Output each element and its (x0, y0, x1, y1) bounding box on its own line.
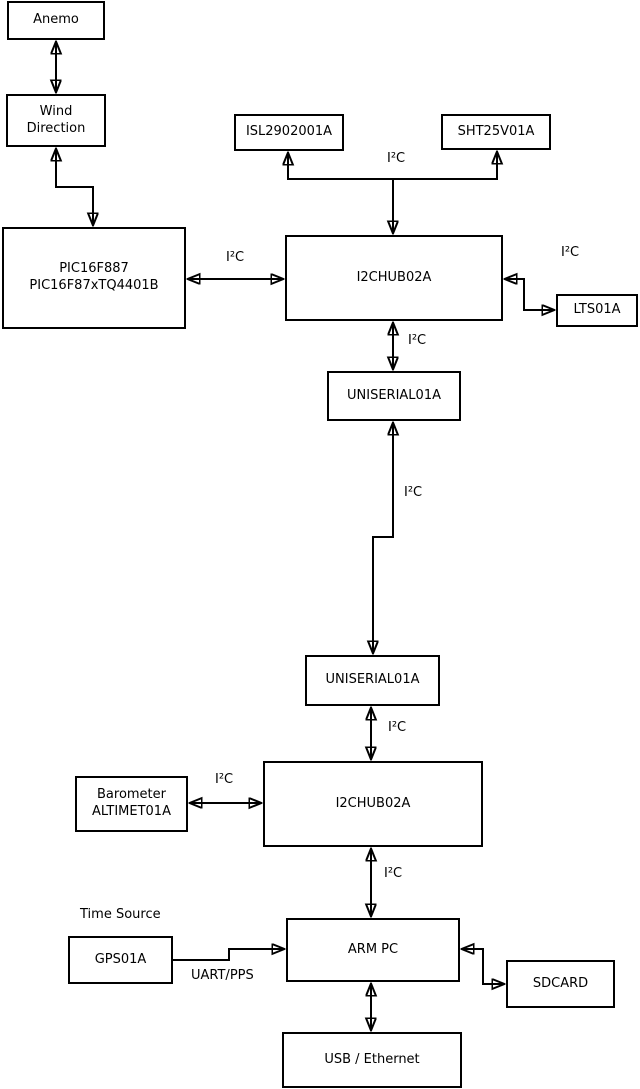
node-wind-direction-label: Wind Direction (26, 103, 86, 136)
node-pic16f887: PIC16F887 PIC16F87xTQ4401B (2, 227, 186, 329)
node-lts01a: LTS01A (556, 294, 638, 327)
node-sdcard-label: SDCARD (532, 975, 589, 991)
node-anemo-label: Anemo (33, 12, 79, 28)
node-i2chub02a-bottom-label: I2CHUB02A (335, 795, 411, 811)
node-sdcard: SDCARD (506, 960, 615, 1008)
node-arm-pc: ARM PC (286, 918, 460, 982)
node-uniserial01a-top: UNISERIAL01A (327, 371, 461, 421)
i2c-label-hub-armpc: I²C (384, 866, 403, 881)
i2c-label-long-connector: I²C (404, 485, 423, 500)
uart-pps-label: UART/PPS (191, 968, 254, 983)
node-sht25v01a-label: SHT25V01A (457, 123, 535, 139)
edge-i2chub-top-lts (505, 279, 554, 310)
node-usb-ethernet: USB / Ethernet (282, 1032, 462, 1088)
node-isl2902001a-label: ISL2902001A (245, 124, 333, 140)
edge-uniserial-top-uniserial-bottom (373, 423, 393, 653)
i2c-label-hub-lts: I²C (561, 245, 580, 260)
node-i2chub02a-top: I2CHUB02A (285, 235, 503, 321)
node-usb-ethernet-label: USB / Ethernet (324, 1051, 420, 1067)
edge-winddirection-pic (56, 149, 93, 225)
node-lts01a-label: LTS01A (573, 302, 621, 318)
node-arm-pc-label: ARM PC (347, 941, 399, 957)
node-gps01a-label: GPS01A (94, 951, 147, 967)
node-pic16f887-label: PIC16F887 PIC16F87xTQ4401B (29, 261, 159, 293)
node-i2chub02a-bottom: I2CHUB02A (263, 761, 483, 847)
i2c-label-pic-hub: I²C (226, 250, 245, 265)
time-source-label: Time Source (80, 907, 161, 922)
node-barometer-altimet01a: Barometer ALTIMET01A (75, 776, 188, 832)
edge-armpc-sdcard (462, 949, 504, 984)
i2c-label-uniserial-hub-bottom: I²C (388, 720, 407, 735)
edge-gps-armpc (173, 949, 284, 961)
i2c-label-branch-top: I²C (387, 151, 406, 166)
i2c-label-hub-uniserial-top: I²C (408, 333, 427, 348)
node-barometer-altimet01a-label: Barometer ALTIMET01A (92, 787, 171, 819)
node-i2chub02a-top-label: I2CHUB02A (356, 269, 432, 285)
node-sht25v01a: SHT25V01A (441, 114, 551, 150)
node-anemo: Anemo (7, 1, 105, 40)
i2c-label-barometer-hub: I²C (215, 772, 234, 787)
node-uniserial01a-bottom-label: UNISERIAL01A (325, 672, 420, 688)
node-gps01a: GPS01A (68, 936, 173, 984)
node-isl2902001a: ISL2902001A (234, 114, 344, 151)
node-uniserial01a-bottom: UNISERIAL01A (305, 655, 440, 706)
node-wind-direction: Wind Direction (6, 94, 106, 147)
node-uniserial01a-top-label: UNISERIAL01A (347, 387, 441, 403)
